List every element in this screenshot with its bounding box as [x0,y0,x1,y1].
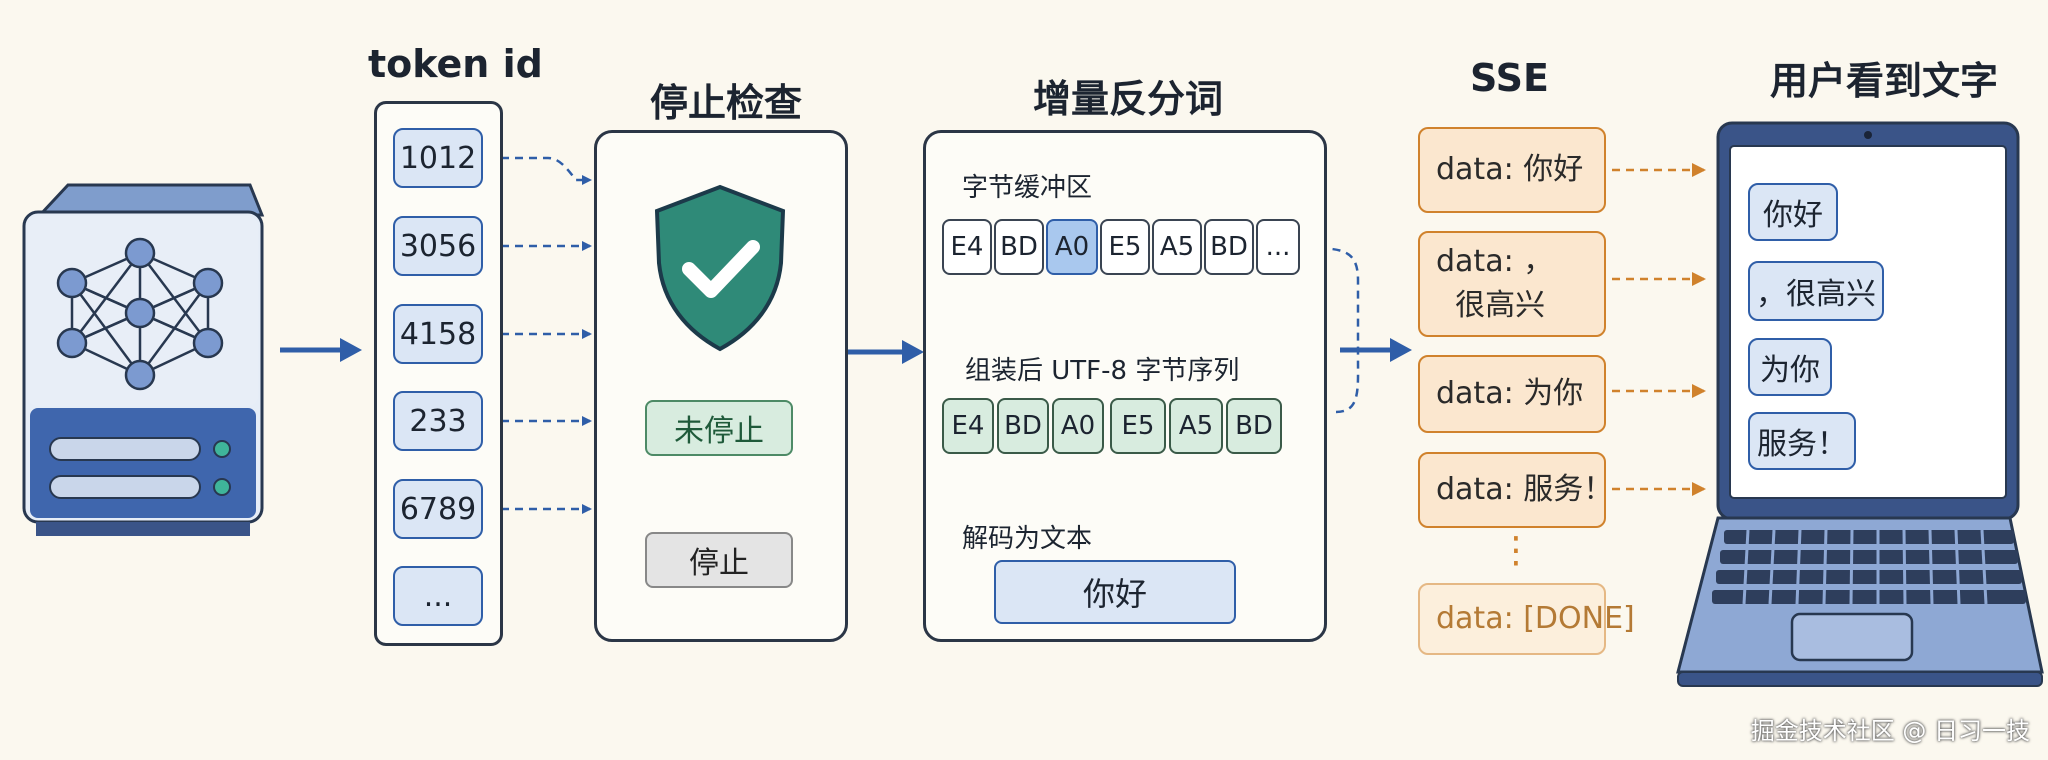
status-not-stopped: 未停止 [645,400,793,456]
sse-title: SSE [1470,56,1549,100]
status-stopped: 停止 [645,532,793,588]
detok-panel [923,130,1327,642]
sse-event: data: ， 很高兴 [1418,231,1606,337]
token-id-title: token id [368,42,543,86]
assembled-byte: A0 [1052,398,1104,454]
token-item: 233 [393,391,483,451]
assembled-byte: BD [997,398,1049,454]
buffer-byte-ellipsis: ... [1256,219,1300,275]
stop-check-title: 停止检查 [650,81,803,125]
user-message: 服务！ [1748,412,1856,470]
watermark: 掘金技术社区 @ 日习一技 [1750,717,2030,745]
assembled-byte: BD [1226,398,1282,454]
assembled-byte: E5 [1110,398,1166,454]
token-item: 4158 [393,304,483,364]
buffer-byte: BD [1204,219,1254,275]
user-message: ，很高兴 [1748,261,1884,321]
user-view-title: 用户看到文字 [1770,59,1999,103]
token-id-panel [374,101,503,646]
token-item-ellipsis: ... [393,566,483,626]
sse-event: data: 服务！ [1418,452,1613,528]
laptop-icon [1670,120,2048,690]
buffer-label: 字节缓冲区 [962,173,1093,203]
token-item: 6789 [393,479,483,539]
decode-label: 解码为文本 [962,524,1093,554]
sse-event-done: data: [DONE] [1418,583,1635,655]
assembled-byte: A5 [1169,398,1223,454]
token-item: 1012 [393,128,483,188]
user-message: 为你 [1748,338,1832,396]
shield-check-icon [653,183,787,353]
token-item: 3056 [393,216,483,276]
buffer-byte: E5 [1100,219,1150,275]
sse-event: data: 你好 [1418,127,1606,213]
buffer-byte: A5 [1152,219,1202,275]
sse-event: data: 为你 [1418,355,1606,433]
decoded-text-box: 你好 [994,560,1236,624]
assembled-label: 组装后 UTF-8 字节序列 [965,356,1240,386]
buffer-byte: BD [994,219,1044,275]
neural-network-icon [50,228,230,398]
buffer-byte-highlighted: A0 [1046,219,1098,275]
assembled-byte: E4 [942,398,994,454]
buffer-byte: E4 [942,219,992,275]
user-message: 你好 [1748,183,1838,241]
detok-title: 增量反分词 [1033,77,1224,121]
sse-ellipsis: ⋮ [1498,530,1534,571]
